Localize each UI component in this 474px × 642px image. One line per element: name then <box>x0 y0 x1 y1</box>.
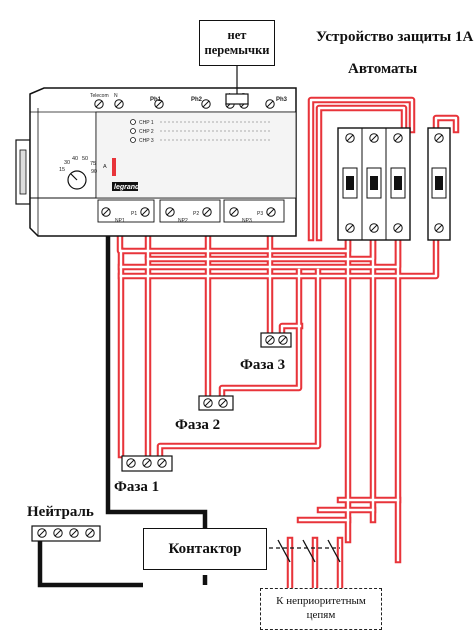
contactor-box: Контактор <box>143 528 267 570</box>
contactor-switches <box>262 539 341 563</box>
np1-label: NP1 <box>115 218 125 224</box>
neutral-wire <box>37 226 208 588</box>
protection-device <box>427 127 451 241</box>
neutral-label: Нейтраль <box>27 504 94 520</box>
dial-15: 15 <box>59 167 65 173</box>
dial-30: 30 <box>64 160 70 166</box>
phase-wires <box>116 96 460 594</box>
ph1-top: Ph1 <box>150 97 162 103</box>
neutral-terminal <box>31 525 101 542</box>
nonpriority-circuits-box: К неприоритетным цепям <box>260 588 382 630</box>
p3-label: P3 <box>257 211 263 217</box>
breaker-pole-3 <box>390 133 406 233</box>
brand-logo: legrand <box>114 184 140 191</box>
load-shedding-relay: Telecom N Ph1 Ph2 A B Ph3 CHP 1 CHP 2 CH… <box>15 87 297 237</box>
protection-device-label: Устройство защиты 1А <box>316 29 474 45</box>
ph3-top: Ph3 <box>276 97 288 103</box>
dial-50: 50 <box>82 156 88 162</box>
breakers-label: Автоматы <box>348 61 418 77</box>
dial-unit: A <box>103 164 107 170</box>
chp1-label: CHP 1 <box>139 120 154 126</box>
telecom-label: Telecom <box>90 93 109 99</box>
phase3-terminal <box>260 332 292 348</box>
dial-90: 90 <box>91 169 97 175</box>
breaker-pole-1 <box>342 133 358 233</box>
current-dial: 30 40 50 75 15 90 A <box>59 156 107 190</box>
phase1-label: Фаза 1 <box>114 479 160 495</box>
dial-40: 40 <box>72 156 78 162</box>
phase1-terminal <box>121 455 173 472</box>
np3-label: NP3 <box>242 218 252 224</box>
chp3-label: CHP 3 <box>139 138 154 144</box>
phase2-terminal <box>198 395 234 411</box>
no-jumper-box: нет перемычки <box>199 20 275 66</box>
p1-label: P1 <box>131 211 137 217</box>
n-label: N <box>114 93 118 99</box>
p2-label: P2 <box>193 211 199 217</box>
ph2-top: Ph2 <box>191 97 203 103</box>
jumper-link <box>225 66 249 105</box>
circuit-breakers <box>337 127 411 241</box>
breaker-pole-2 <box>366 133 382 233</box>
phase2-label: Фаза 2 <box>175 417 221 433</box>
dial-75: 75 <box>90 161 96 167</box>
chp2-label: CHP 2 <box>139 129 154 135</box>
np2-label: NP2 <box>178 218 188 224</box>
phase3-label: Фаза 3 <box>240 357 286 373</box>
